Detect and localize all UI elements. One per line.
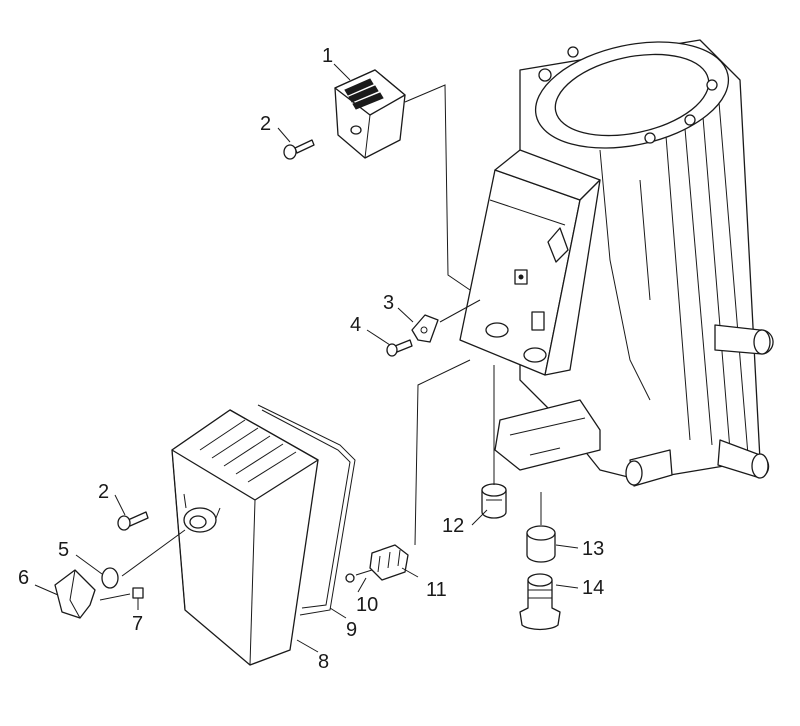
part-8-cover	[171, 409, 319, 666]
part-10-pin	[345, 569, 373, 583]
leader-lines	[34, 63, 579, 653]
callout-14: 14	[582, 577, 604, 599]
callout-10: 10	[356, 594, 378, 616]
callout-labels: 1 2 3 4 2 5 6 7 8 9 10 11 12 13 14	[18, 45, 604, 673]
pump-housing	[494, 39, 774, 487]
front-bracket	[459, 149, 601, 376]
part-9-gasket	[257, 404, 356, 616]
callout-7: 7	[132, 613, 143, 635]
callout-2-top: 2	[260, 113, 271, 135]
part-3-clamp-plate	[411, 314, 439, 343]
part-7-key	[132, 587, 144, 599]
callout-3: 3	[383, 292, 394, 314]
part-6-knob	[54, 569, 96, 619]
callout-6: 6	[18, 567, 29, 589]
part-14-fitting	[519, 573, 561, 631]
part-1-switch	[334, 69, 406, 159]
callout-13: 13	[582, 538, 604, 560]
part-13-fitting	[526, 525, 556, 563]
part-4-screw	[386, 339, 413, 357]
callout-1: 1	[322, 45, 333, 67]
part-12-fitting	[481, 483, 507, 519]
callout-4: 4	[350, 314, 361, 336]
callout-2-bottom: 2	[98, 481, 109, 503]
part-2-screw-bottom	[117, 511, 149, 531]
part-11-connector	[369, 544, 409, 581]
part-2-screw-top	[283, 139, 315, 160]
callout-9: 9	[346, 619, 357, 641]
part-5-o-ring	[101, 567, 119, 589]
callout-11: 11	[426, 579, 447, 601]
callout-12: 12	[442, 515, 464, 537]
callout-8: 8	[318, 651, 329, 673]
callout-5: 5	[58, 539, 69, 561]
